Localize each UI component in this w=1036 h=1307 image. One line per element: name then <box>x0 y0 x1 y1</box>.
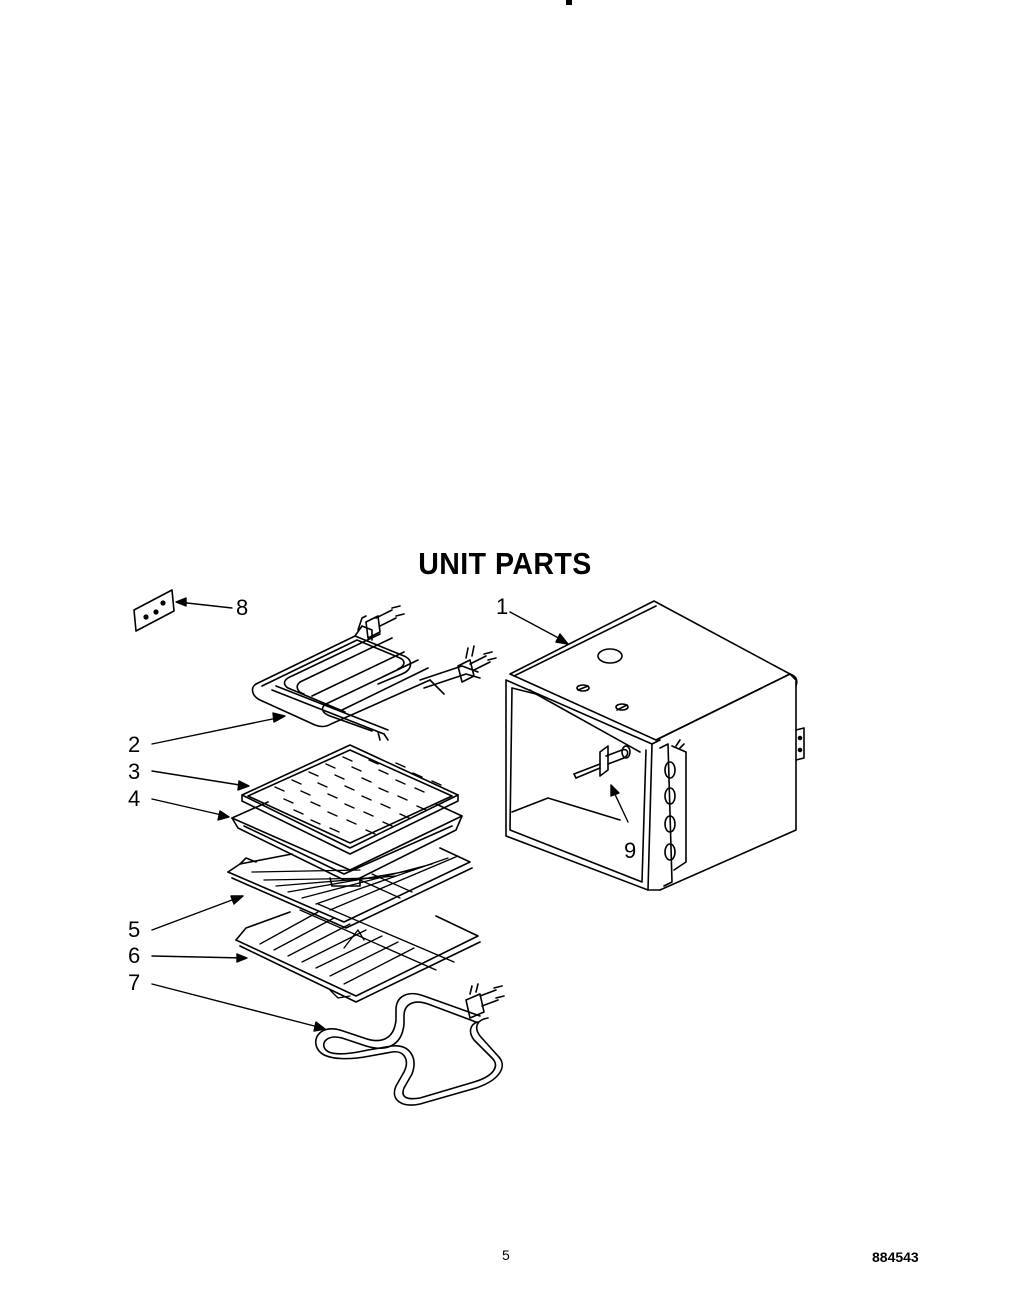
callout-9: 9 <box>624 838 637 863</box>
part-3-broiler-grid <box>242 745 458 854</box>
callout-6: 6 <box>128 943 141 968</box>
callout-4: 4 <box>128 786 141 811</box>
callout-5: 5 <box>128 917 141 942</box>
document-number: 884543 <box>872 1249 919 1265</box>
callout-1: 1 <box>496 594 509 619</box>
scan-mark <box>566 0 572 5</box>
part-6-oven-rack <box>236 904 480 1002</box>
page-number: 5 <box>502 1247 510 1263</box>
part-1-oven-cavity <box>506 601 804 890</box>
part-7-bake-element <box>316 984 504 1105</box>
leader-lines <box>152 598 628 1031</box>
callout-2: 2 <box>128 732 141 757</box>
part-8-plate <box>134 590 174 631</box>
callout-3: 3 <box>128 759 141 784</box>
part-2-broil-element <box>253 606 496 740</box>
part-5-oven-rack <box>228 848 472 928</box>
part-4-broiler-pan <box>232 802 462 886</box>
callout-8: 8 <box>236 595 249 620</box>
page-title: UNIT PARTS <box>418 546 592 581</box>
callout-7: 7 <box>128 970 141 995</box>
